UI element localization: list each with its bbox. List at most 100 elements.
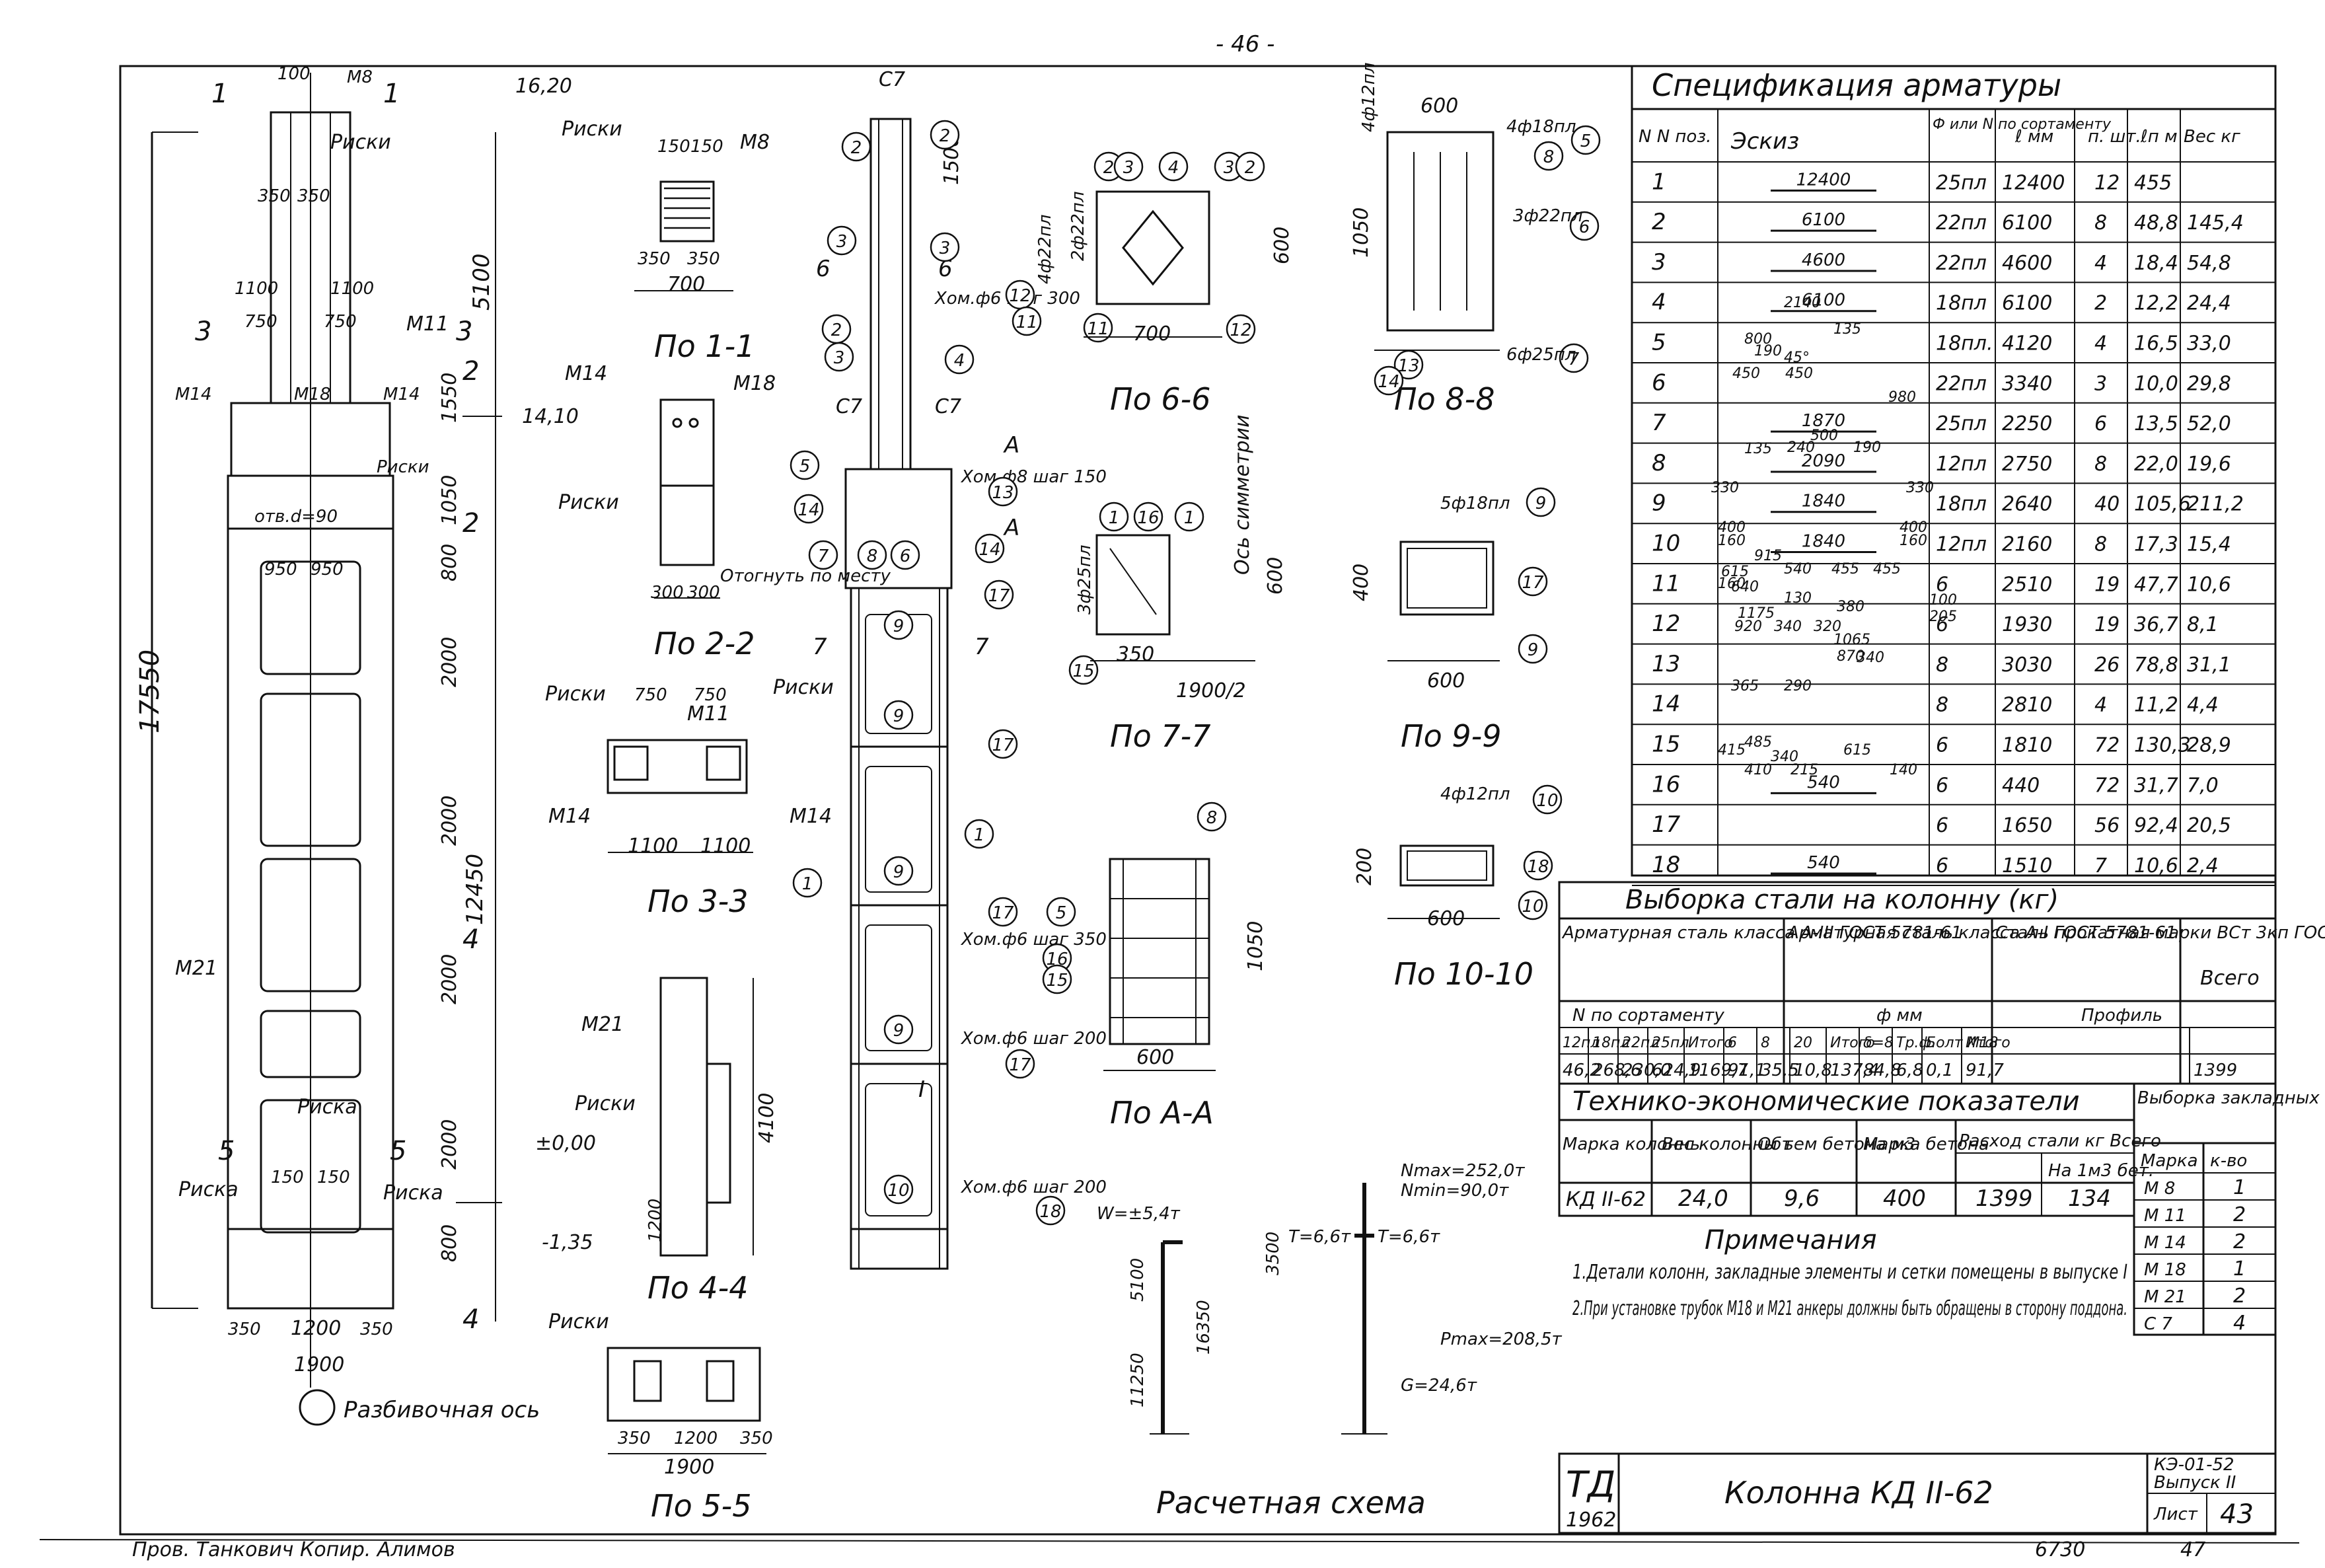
svg-text:М11: М11 [687,702,729,726]
svg-text:М11: М11 [406,313,449,336]
steel-col-header: Итого [1830,1035,1875,1051]
embedded-mark: М 8 [2144,1179,2175,1199]
svg-text:1100: 1100 [700,835,751,858]
spec-total-length: 455 [2134,171,2172,194]
spec-weight: 15,4 [2187,533,2231,556]
section-6-6: 700 600 4ф22пл 2ф22пл По 6-6 [1035,190,1294,417]
year: 1962 [1566,1509,1616,1532]
svg-text:4100: 4100 [755,1093,778,1143]
spec-count: 19 [2094,613,2120,636]
spec-diameter: 6 [1936,734,1948,757]
svg-text:2: 2 [940,126,951,146]
callout-mark-17: 17 [1005,1049,1035,1079]
embedded-qty: 2 [2233,1285,2246,1308]
notes-title: Примечания [1705,1225,1877,1255]
svg-text:Вес кг: Вес кг [2184,127,2240,147]
spec-pos: 12 [1652,611,1680,637]
svg-text:7: 7 [975,634,989,660]
callout-mark-18: 18 [1523,850,1553,881]
callout-mark-1: 1 [1099,502,1129,532]
spec-weight: 52,0 [2187,412,2231,435]
svg-text:Риски: Риски [773,676,834,699]
svg-text:350: 350 [638,249,671,269]
spec-total-length: 10,0 [2134,372,2178,395]
series: КЭ-01-52 [2154,1455,2234,1475]
svg-text:8: 8 [1206,808,1218,828]
embedded-mark: С 7 [2144,1314,2172,1334]
spec-weight: 2,4 [2187,854,2219,877]
tep-title: Технико-экономические показатели [1572,1086,2080,1117]
svg-text:5: 5 [1580,131,1592,151]
svg-text:1050: 1050 [1244,921,1267,971]
svg-text:КД II-62: КД II-62 [1566,1188,1646,1211]
steel-value: 6,8 [1896,1061,1923,1080]
svg-text:Сталь прокатная марки ВСт 3кп: Сталь прокатная марки ВСт 3кп ГОСТ 380-6… [1995,923,2325,943]
svg-text:Марка колонны: Марка колонны [1563,1135,1703,1154]
svg-text:8: 8 [867,546,878,566]
svg-text:6ф25пл: 6ф25пл [1506,345,1576,365]
svg-text:М8: М8 [740,131,770,154]
section-9-9-title: По 9-9 [1401,718,1502,754]
svg-text:4: 4 [954,351,965,371]
svg-text:3ф25пл: 3ф25пл [1075,545,1095,615]
svg-text:3ф22пл: 3ф22пл [1513,206,1582,226]
svg-text:к-во: к-во [2210,1151,2247,1171]
svg-text:С7: С7 [879,68,905,91]
svg-text:4ф18пл: 4ф18пл [1506,117,1576,137]
spec-sketch-dim: 1840 [1802,492,1845,511]
title-block: ТД 1962 Колонна КД II-62 КЭ-01-52 Выпуск… [132,1452,2277,1561]
spec-diameter: 12пл [1936,453,1987,476]
callout-mark-17: 17 [984,579,1014,610]
svg-text:400: 400 [1883,1185,1926,1212]
section-3-3-title: По 3-3 [647,883,749,919]
section-2-2-title: По 2-2 [654,626,755,661]
callout-mark-12: 12 [1226,314,1256,344]
spec-count: 7 [2094,854,2107,877]
svg-text:6: 6 [816,256,830,282]
spec-count: 8 [2094,211,2107,235]
spec-sketch-dim: 540 [1784,561,1812,578]
spec-count: 8 [2094,453,2107,476]
spec-sketch-dim: 920 [1734,618,1762,635]
spec-diameter: 6 [1936,613,1948,636]
steel-col-header: Итого [1966,1035,2011,1051]
spec-sketch-dim: 4600 [1802,250,1845,270]
section-a-a: 600 1050 По А-А [1103,858,1267,1131]
svg-text:16350: 16350 [1194,1300,1214,1355]
callout-mark-8: 8 [1197,802,1227,832]
spec-total-length: 18,4 [2134,252,2178,275]
svg-text:6730: 6730 [2035,1538,2085,1561]
callout-mark-16: 16 [1042,943,1072,973]
steel-value: 137,4 [1830,1061,1879,1080]
svg-text:1100: 1100 [628,835,678,858]
spec-length: 2250 [2002,412,2052,435]
svg-text:Риска: Риска [178,1178,239,1201]
svg-text:1200: 1200 [291,1317,341,1340]
svg-text:200: 200 [1353,848,1376,885]
svg-text:300: 300 [687,583,720,603]
callout-mark-5: 5 [1046,897,1076,927]
svg-text:4: 4 [462,924,479,955]
level-135: -1,35 [542,1231,593,1254]
svg-text:Риски: Риски [562,118,622,141]
callout-mark-13: 13 [988,476,1018,507]
spec-pos: 16 [1652,771,1680,798]
steel-col-header: 20 [1794,1035,1812,1051]
spec-sketch-dim: 160 [1718,533,1746,549]
spec-count: 19 [2094,573,2120,596]
spec-count: 4 [2094,694,2107,717]
svg-text:9: 9 [893,616,904,636]
callout-mark-11: 11 [1083,313,1113,343]
callout-mark-5: 5 [1570,125,1601,155]
svg-text:9: 9 [1528,640,1539,660]
spec-length: 2510 [2002,573,2052,596]
spec-sketch-dim: 615 [1843,742,1871,759]
callout-mark-17: 17 [988,897,1018,927]
svg-text:Хом.ф8 шаг 150: Хом.ф8 шаг 150 [960,467,1107,487]
svg-text:750: 750 [244,312,277,332]
section-7-7-title: По 7-7 [1110,718,1211,754]
spec-total-length: 12,2 [2134,292,2178,315]
